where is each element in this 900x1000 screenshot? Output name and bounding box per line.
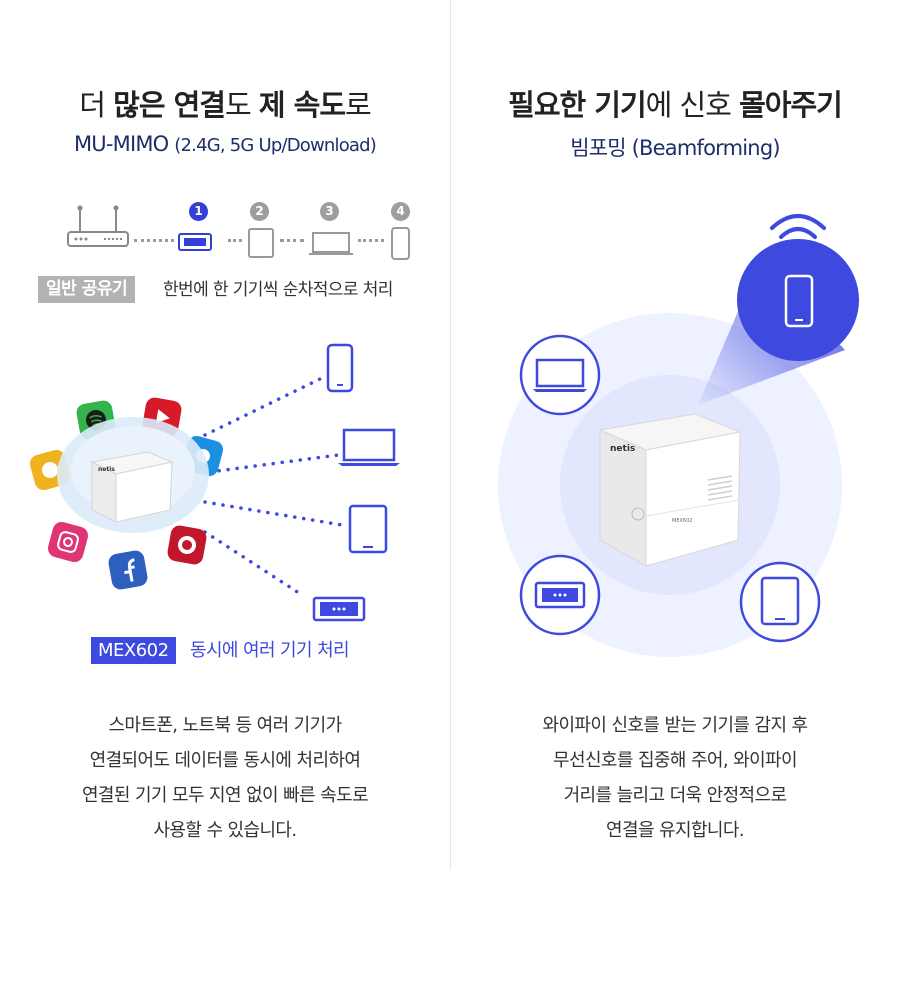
device-brand-label: netis — [98, 466, 115, 473]
mu-mimo-description: 스마트폰, 노트북 등 여러 기기가 연결되어도 데이터를 동시에 처리하여 연… — [0, 708, 450, 848]
beamforming-description: 와이파이 신호를 받는 기기를 감지 후 무선신호를 집중해 주어, 와이파이 … — [450, 708, 900, 848]
tablet-icon — [248, 228, 274, 258]
sequence-number-3: 3 — [320, 202, 339, 221]
tablet-icon — [760, 576, 800, 626]
panel-divider — [450, 0, 451, 870]
description-line: 사용할 수 있습니다. — [153, 820, 297, 841]
subtitle-small: (2.4G, 5G Up/Download) — [174, 135, 377, 156]
phone-target-icon — [784, 274, 814, 328]
sequence-number-4: 4 — [391, 202, 410, 221]
mex-device-icon — [178, 233, 212, 251]
normal-sharer-tag: 일반 공유기 — [38, 276, 136, 303]
dots-1 — [134, 239, 174, 242]
description-line: 스마트폰, 노트북 등 여러 기기가 — [108, 715, 342, 736]
laptop-icon — [533, 358, 587, 392]
title-bold-2: 몰아주기 — [739, 88, 843, 122]
beamforming-illustration: netis MEX602 — [498, 214, 859, 657]
phone-device — [326, 343, 354, 393]
description-line: 와이파이 신호를 받는 기기를 감지 후 — [542, 715, 808, 736]
connection-lines — [203, 376, 344, 597]
title-bold-1: 많은 연결 — [113, 88, 226, 122]
laptop-icon — [309, 232, 353, 255]
title-mid: 도 — [225, 88, 259, 122]
dots-2 — [228, 239, 242, 242]
description-line: 연결되어도 데이터를 동시에 처리하여 — [89, 750, 361, 771]
title-mid: 에 신호 — [645, 88, 740, 122]
normal-sharer-text: 한번에 한 기기씩 순차적으로 처리 — [163, 280, 393, 300]
model-tag-text: 동시에 여러 기기 처리 — [190, 640, 350, 661]
beamforming-subtitle: 빔포밍 (Beamforming) — [570, 136, 780, 160]
mu-mimo-subtitle: MU-MIMO (2.4G, 5G Up/Download) — [0, 132, 450, 156]
sequence-number-2: 2 — [250, 202, 269, 221]
description-line: 무선신호를 집중해 주어, 와이파이 — [553, 750, 798, 771]
mex-device-icon — [534, 581, 586, 609]
laptop-circle — [519, 334, 601, 416]
description-line: 거리를 늘리고 더욱 안정적으로 — [563, 785, 787, 806]
wifi-icon — [770, 214, 826, 248]
title-pre: 더 — [79, 88, 114, 122]
title-bold-1: 필요한 기기 — [508, 88, 646, 122]
mu-mimo-title: 더 많은 연결도 제 속도로 — [0, 82, 450, 124]
device-brand-label: netis — [610, 444, 635, 454]
sequential-row: 1 2 3 4 — [0, 196, 450, 266]
description-line: 연결을 유지합니다. — [606, 820, 745, 841]
tablet-circle — [739, 561, 821, 643]
mex-device: netis MEX602 — [598, 413, 742, 567]
model-tag: MEX602 — [91, 637, 176, 664]
facebook-icon — [108, 550, 148, 590]
subtitle-main: MU-MIMO — [73, 132, 175, 156]
phone-icon — [391, 227, 410, 260]
pinterest-icon — [167, 525, 207, 565]
title-post: 로 — [345, 88, 372, 122]
dots-4 — [358, 239, 384, 242]
title-bold-2: 제 속도 — [258, 88, 346, 122]
device-model-label: MEX602 — [672, 518, 692, 524]
router-icon — [67, 205, 129, 247]
mex-device-small — [312, 596, 366, 622]
sequence-number-1: 1 — [189, 202, 208, 221]
simultaneous-illustration: netis — [29, 343, 400, 622]
beamforming-panel: 필요한 기기에 신호 몰아주기 빔포밍 (Beamforming) — [450, 0, 900, 1000]
instagram-icon — [47, 521, 89, 563]
laptop-device — [338, 428, 400, 466]
description-line: 연결된 기기 모두 지연 없이 빠른 속도로 — [81, 785, 369, 806]
mu-mimo-panel: 더 많은 연결도 제 속도로 MU-MIMO (2.4G, 5G Up/Down… — [0, 82, 450, 848]
mex-device: netis — [90, 451, 174, 523]
dots-3 — [280, 239, 304, 242]
beamforming-title: 필요한 기기에 신호 몰아주기 — [450, 82, 900, 124]
beam-target-circle — [737, 239, 859, 361]
tablet-device — [348, 504, 388, 554]
